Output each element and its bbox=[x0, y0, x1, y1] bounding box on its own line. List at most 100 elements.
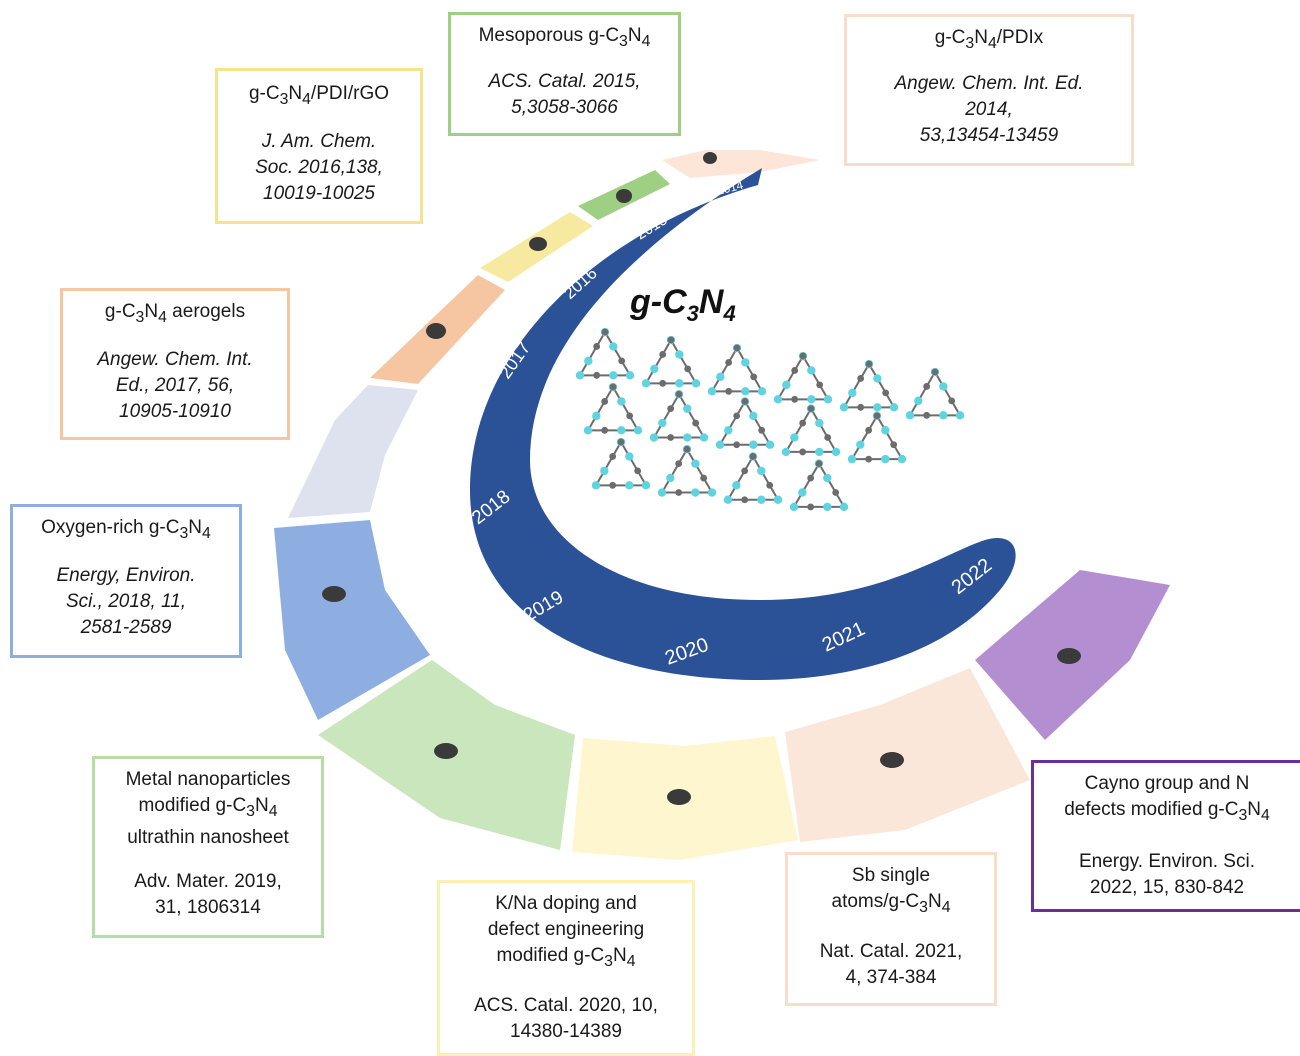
nitrogen-atom bbox=[658, 418, 667, 428]
lattice-bond bbox=[785, 408, 812, 453]
carbon-atom bbox=[609, 383, 617, 391]
carbon-atom bbox=[593, 343, 601, 350]
carbon-atom bbox=[733, 344, 741, 352]
carbon-atom bbox=[634, 467, 642, 475]
box-citation: Adv. Mater. 2019,31, 1806314 bbox=[134, 870, 282, 918]
nitrogen-atom bbox=[716, 372, 725, 382]
lattice-structure bbox=[575, 327, 965, 512]
carbon-atom bbox=[807, 405, 815, 413]
nitrogen-atom bbox=[856, 440, 865, 449]
nitrogen-atom bbox=[715, 440, 725, 449]
nitrogen-atom bbox=[873, 403, 882, 412]
lattice-bond bbox=[752, 455, 779, 501]
nitrogen-atom bbox=[881, 454, 890, 464]
lattice-bond bbox=[810, 408, 837, 453]
carbon-atom bbox=[741, 398, 749, 405]
carbon-atom bbox=[791, 367, 799, 374]
center-title: g-C3N4 bbox=[629, 283, 736, 326]
carbon-atom bbox=[733, 412, 741, 420]
carbon-atom bbox=[923, 383, 931, 390]
nitrogen-atom bbox=[815, 418, 824, 428]
segment-2018 bbox=[288, 385, 418, 518]
nitrogen-atom bbox=[823, 473, 832, 483]
dot-2017 bbox=[426, 323, 446, 339]
carbon-atom bbox=[733, 441, 741, 449]
box-title: g-C3N4 aerogels bbox=[104, 301, 246, 326]
carbon-atom bbox=[601, 328, 609, 336]
nitrogen-atom bbox=[609, 342, 618, 351]
nitrogen-atom bbox=[757, 466, 766, 476]
box-title: g-C3N4/PDI/rGO bbox=[248, 83, 390, 108]
carbon-atom bbox=[807, 474, 815, 482]
lattice-bond bbox=[670, 339, 697, 384]
nitrogen-atom bbox=[732, 481, 741, 490]
lattice-bond bbox=[620, 441, 647, 486]
ref-box-2014: g-C3N4/PDIx Angew. Chem. Int. Ed.2014,53… bbox=[844, 14, 1134, 166]
nitrogen-atom bbox=[749, 440, 758, 449]
lattice-bond bbox=[653, 393, 680, 439]
carbon-atom bbox=[741, 496, 749, 504]
box-citation: Energy, Environ.Sci., 2018, 11,2581-2589 bbox=[56, 564, 196, 638]
nitrogen-atom bbox=[657, 488, 667, 497]
lattice-bond bbox=[727, 455, 754, 501]
nitrogen-atom bbox=[773, 395, 783, 404]
nitrogen-atom bbox=[905, 411, 915, 420]
carbon-atom bbox=[725, 359, 733, 366]
nitrogen-atom bbox=[839, 403, 849, 412]
dot-2019 bbox=[322, 586, 346, 602]
dot-2014 bbox=[703, 152, 717, 164]
carbon-atom bbox=[857, 375, 865, 382]
lattice-bond bbox=[604, 331, 631, 376]
nitrogen-atom bbox=[914, 396, 923, 406]
box-title: Mesoporous g-C3N4 bbox=[478, 25, 651, 50]
nitrogen-atom bbox=[591, 481, 601, 490]
dot-2022a bbox=[880, 752, 904, 768]
carbon-atom bbox=[873, 412, 881, 420]
nitrogen-atom bbox=[617, 426, 626, 435]
nitrogen-atom bbox=[724, 426, 733, 435]
carbon-atom bbox=[593, 371, 601, 379]
carbon-atom bbox=[799, 448, 807, 456]
carbon-atom bbox=[832, 489, 840, 496]
lattice-bond bbox=[744, 400, 771, 446]
carbon-atom bbox=[659, 351, 667, 358]
lattice-bond bbox=[777, 355, 804, 400]
carbon-atom bbox=[675, 489, 683, 496]
nitrogen-atom bbox=[781, 447, 791, 457]
nitrogen-atom bbox=[691, 379, 701, 388]
nitrogen-atom bbox=[707, 387, 717, 396]
nitrogen-atom bbox=[789, 502, 799, 512]
carbon-atom bbox=[749, 453, 757, 460]
carbon-atom bbox=[617, 438, 625, 446]
nitrogen-atom bbox=[723, 495, 733, 504]
dot-2015 bbox=[616, 189, 632, 203]
carbon-atom bbox=[675, 390, 683, 398]
carbon-atom bbox=[758, 426, 766, 434]
carbon-atom bbox=[700, 474, 708, 482]
nitrogen-atom bbox=[847, 454, 857, 464]
box-title: g-C3N4/PDIx bbox=[934, 27, 1044, 52]
segment-2022a bbox=[785, 668, 1030, 842]
carbon-atom bbox=[824, 434, 832, 441]
year-label: 2014 bbox=[715, 178, 745, 198]
nitrogen-atom bbox=[683, 404, 692, 413]
carbon-atom bbox=[667, 336, 675, 344]
box-citation: J. Am. Chem.Soc. 2016,138,10019-10025 bbox=[255, 130, 383, 204]
nitrogen-atom bbox=[641, 379, 651, 388]
carbon-atom bbox=[815, 460, 823, 468]
lattice-bond bbox=[843, 363, 870, 408]
lattice-bond bbox=[868, 363, 895, 408]
carbon-atom bbox=[948, 397, 956, 405]
lattice-bond bbox=[818, 463, 845, 508]
carbon-atom bbox=[865, 455, 873, 463]
carbon-atom bbox=[865, 426, 873, 434]
nitrogen-atom bbox=[741, 387, 750, 396]
lattice-bond bbox=[678, 393, 705, 439]
nitrogen-atom bbox=[790, 433, 799, 442]
lattice-bond bbox=[909, 371, 936, 416]
nitrogen-atom bbox=[609, 371, 618, 380]
nitrogen-atom bbox=[939, 382, 948, 391]
